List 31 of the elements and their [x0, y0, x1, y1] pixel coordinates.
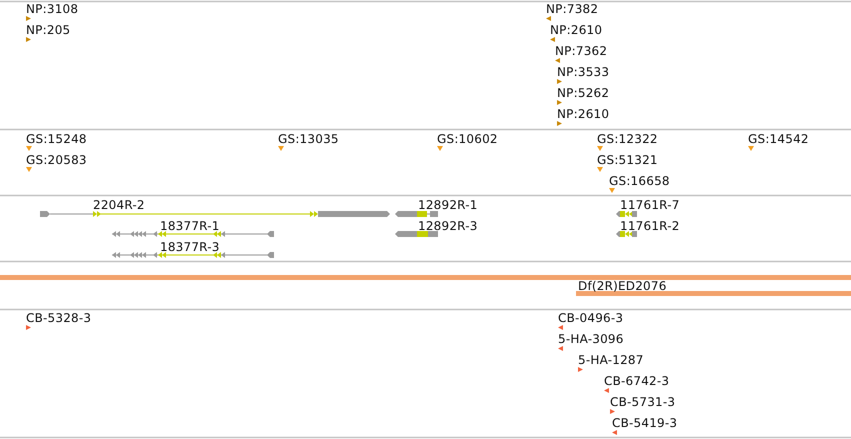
feature-label: 5-HA-3096: [558, 332, 624, 345]
feature-label: CB-5731-3: [610, 396, 676, 408]
feature-label: Df(2R)ED2076: [578, 280, 667, 292]
feature-label: NP:7362: [555, 44, 608, 57]
transcript-label: 2204R-2: [93, 198, 145, 211]
feature-label: CB-5419-3: [612, 416, 678, 429]
transcript-label: 11761R-2: [620, 220, 680, 232]
feature-label: GS:16658: [609, 174, 670, 187]
feature-label: NP:2610: [557, 108, 610, 120]
transcript-label: 12892R-1: [418, 198, 478, 211]
feature-label: CB-0496-3: [558, 312, 624, 324]
feature-label: GS:10602: [437, 132, 498, 145]
feature-label: GS:51321: [597, 154, 658, 166]
feature-label: NP:2610: [550, 24, 602, 36]
feature-label: NP:5262: [557, 86, 610, 99]
transcript-label: 18377R-3: [160, 240, 220, 253]
transcript-label: 12892R-3: [418, 220, 478, 232]
transcript-label: 18377R-1: [160, 220, 220, 232]
feature-label: NP:3108: [26, 2, 78, 15]
feature-label: GS:15248: [26, 132, 87, 145]
transcript-label: 11761R-7: [620, 198, 680, 211]
feature-label: GS:12322: [597, 132, 658, 145]
feature-label: GS:13035: [278, 132, 339, 145]
feature-label: NP:3533: [557, 66, 610, 78]
feature-label: 5-HA-1287: [578, 354, 644, 366]
feature-label: NP:205: [26, 24, 70, 36]
feature-label: GS:20583: [26, 154, 87, 166]
feature-label: CB-5328-3: [26, 312, 92, 324]
feature-label: NP:7382: [546, 2, 598, 15]
feature-label: GS:14542: [748, 132, 809, 145]
feature-label: CB-6742-3: [604, 374, 670, 387]
